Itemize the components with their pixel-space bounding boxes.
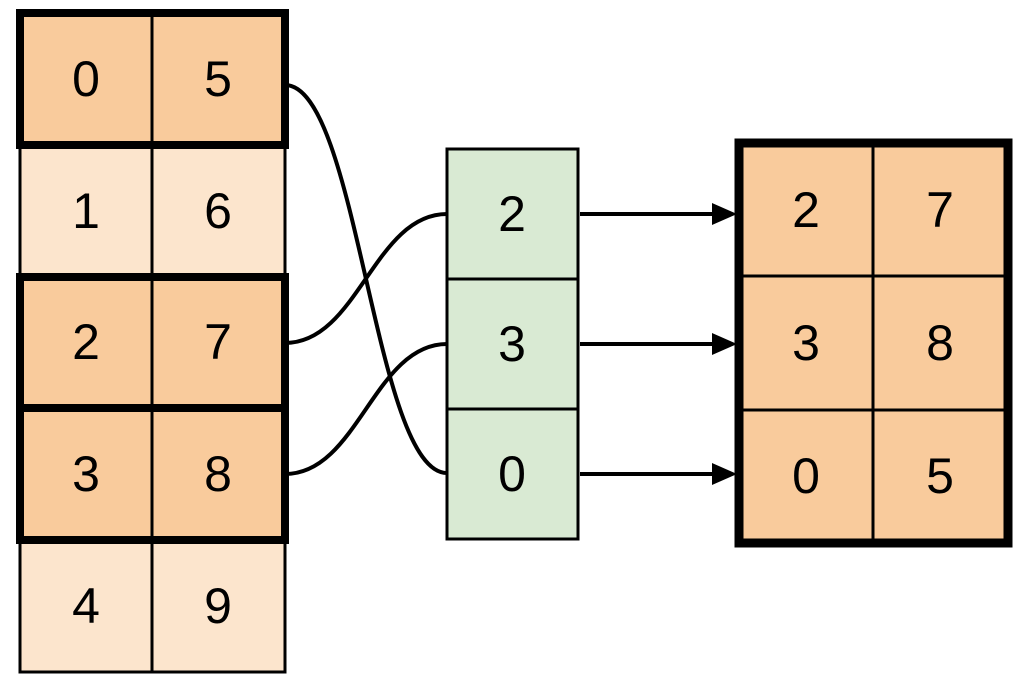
result-value-r1c1: 8	[926, 315, 954, 371]
source-value-r1c1: 6	[204, 183, 232, 239]
source-value-r4c0: 4	[72, 578, 100, 634]
source-value-r0c0: 0	[72, 51, 100, 107]
arrows	[580, 203, 737, 485]
source-value-r4c1: 9	[204, 578, 232, 634]
source-cell-r4c0	[18, 538, 154, 674]
arrow-head-index1	[712, 333, 737, 355]
result-array: 2 7 3 8 0 5	[734, 138, 1013, 548]
source-array: 0 5 1 6 2 7 3 8 4 9	[16, 9, 289, 674]
result-value-r2c0: 0	[792, 448, 820, 504]
result-value-r2c1: 5	[926, 448, 954, 504]
index-cell-1	[445, 277, 580, 411]
source-value-r2c0: 2	[72, 314, 100, 370]
source-value-r3c0: 3	[72, 446, 100, 502]
result-value-r0c1: 7	[926, 182, 954, 238]
source-cell-r1c1	[150, 143, 287, 279]
index-value-2: 0	[498, 446, 526, 502]
index-cell-2	[445, 407, 580, 541]
index-value-0: 2	[498, 186, 526, 242]
connector-curve-row2-to-index2	[284, 212, 448, 345]
source-cell-r1c0	[18, 143, 154, 279]
source-value-r0c1: 5	[204, 51, 232, 107]
source-value-r1c0: 1	[72, 183, 100, 239]
highlight-outline-row0	[16, 9, 289, 149]
result-value-r0c0: 2	[792, 182, 820, 238]
source-cell-r2c1	[150, 275, 287, 410]
source-value-r3c1: 8	[204, 446, 232, 502]
highlight-outline-row3	[16, 404, 289, 544]
source-cell-r3c0	[18, 406, 154, 542]
connector-curve-row3-to-index3	[284, 342, 448, 476]
arrow-head-index0	[712, 203, 737, 225]
index-cell-0	[445, 147, 580, 281]
result-table-outline	[734, 138, 1013, 548]
arrow-head-index2	[712, 463, 737, 485]
index-array: 2 3 0	[445, 147, 580, 541]
result-value-r1c0: 3	[792, 315, 820, 371]
connectors	[284, 83, 448, 476]
index-value-1: 3	[498, 316, 526, 372]
source-value-r2c1: 7	[204, 314, 232, 370]
